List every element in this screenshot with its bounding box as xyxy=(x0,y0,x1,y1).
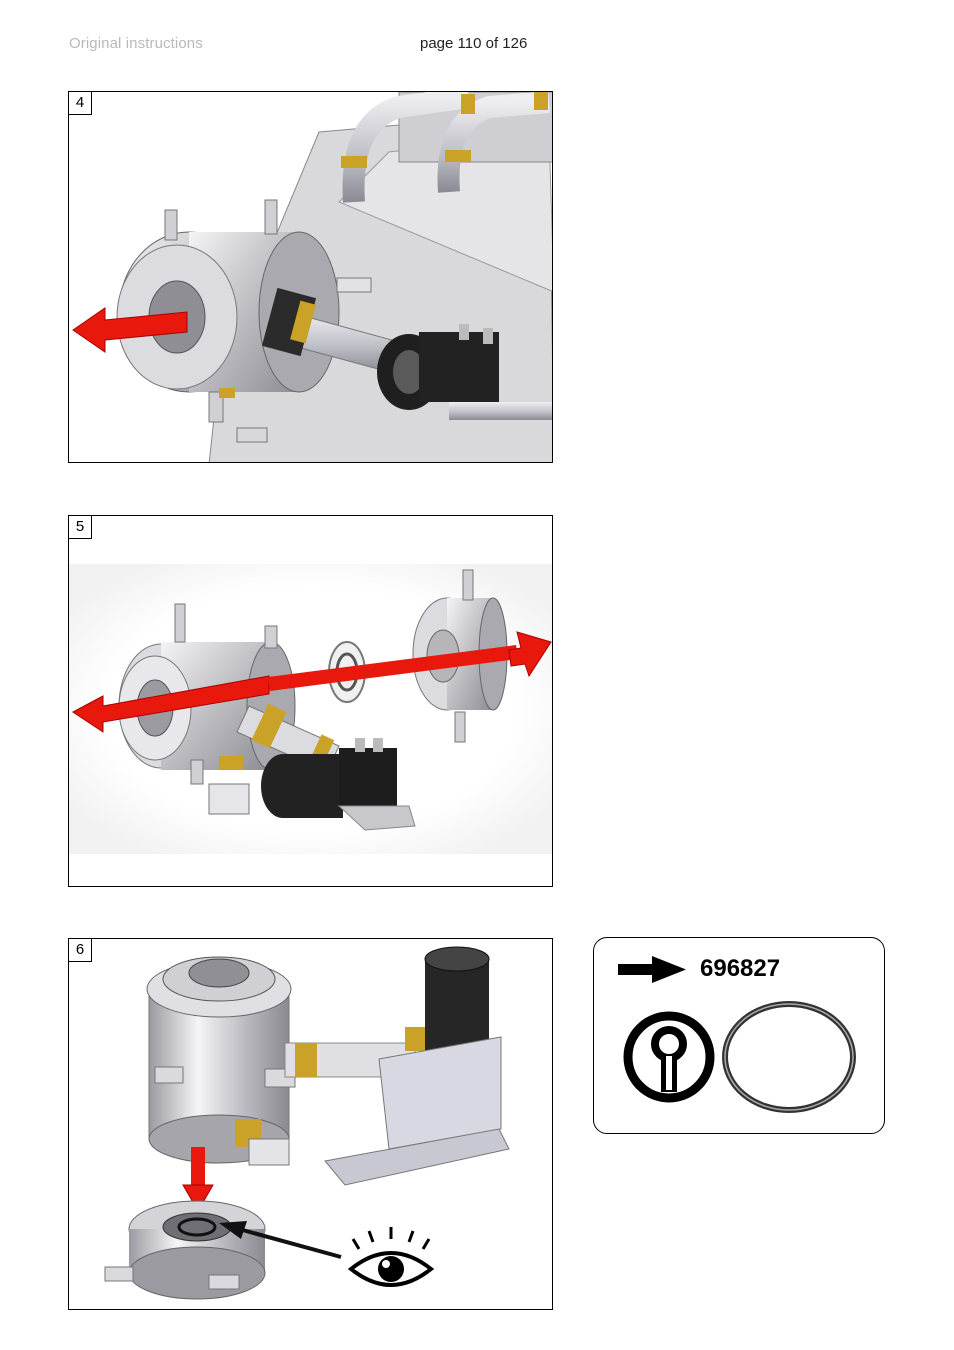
step-number: 4 xyxy=(69,92,92,115)
o-ring-icon xyxy=(725,1004,853,1110)
step-4-figure: 4 xyxy=(68,91,553,463)
step-5-illustration xyxy=(69,516,553,887)
step-number: 6 xyxy=(69,939,92,962)
step-4-illustration xyxy=(69,92,553,463)
spare-part-box: 696827 xyxy=(593,937,885,1134)
header-original-instructions: Original instructions xyxy=(69,35,203,52)
step-number: 5 xyxy=(69,516,92,539)
step-5-figure: 5 xyxy=(68,515,553,887)
page-number: page 110 of 126 xyxy=(420,35,527,52)
eye-icon xyxy=(351,1227,431,1285)
step-6-figure: 6 xyxy=(68,938,553,1310)
part-number: 696827 xyxy=(700,955,780,983)
step-6-illustration xyxy=(69,939,553,1310)
keyhole-seal-icon xyxy=(628,1016,710,1098)
arrow-right-icon xyxy=(618,956,686,983)
